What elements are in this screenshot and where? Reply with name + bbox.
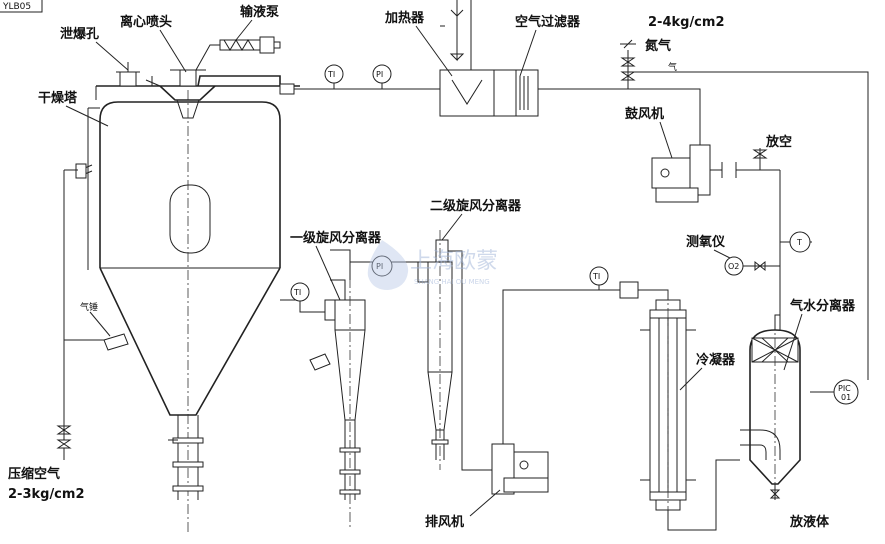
svg-text:01: 01 [841, 393, 851, 402]
svg-text:T: T [796, 238, 802, 247]
label-air-filter: 空气过滤器 [515, 14, 581, 30]
svg-text:TI: TI [293, 288, 301, 297]
svg-text:TI: TI [327, 70, 335, 79]
gas-liquid-separator [740, 314, 801, 500]
label-atomizer: 离心喷头 [120, 14, 172, 30]
svg-text:PIC: PIC [838, 384, 851, 393]
label-feed-pump: 输液泵 [240, 4, 279, 20]
drying-tower [63, 62, 310, 535]
svg-text:O2: O2 [728, 262, 739, 271]
label-explosion-hole: 泄爆孔 [60, 26, 99, 42]
label-nitrogen-small: 气 [668, 61, 677, 73]
corner-code: YLB05 [2, 2, 31, 12]
label-cyclone-1: 一级旋风分离器 [290, 230, 382, 246]
label-exhaust-fan: 排风机 [425, 514, 464, 530]
svg-text:TI: TI [592, 272, 600, 281]
hot-air-line: TI PI [310, 64, 440, 90]
label-nitrogen: 氮气 [645, 38, 671, 54]
condenser [640, 290, 740, 531]
pi-instrument-2 [371, 255, 393, 277]
label-gas-liquid-separator: 气水分离器 [790, 298, 856, 314]
heater [439, 0, 495, 117]
cyclone-2 [417, 230, 492, 471]
svg-text:PI: PI [376, 262, 383, 271]
feed-pump [195, 36, 281, 71]
svg-text:PI: PI [376, 70, 383, 79]
return-line: T O2 PIC 01 [724, 170, 859, 405]
corner-code-box: YLB05 [0, 0, 43, 13]
labels: 泄爆孔 离心喷头 输液泵 加热器 空气过滤器 2-4kg/cm2 氮气 气 干燥… [8, 4, 856, 530]
label-oxygen-meter: 测氧仪 [686, 234, 726, 250]
svg-text:SHANG HAI OU MENG: SHANG HAI OU MENG [414, 278, 490, 286]
label-condenser: 冷凝器 [696, 352, 736, 368]
cyclone-1: TI PI [280, 249, 418, 530]
label-cyclone-2: 二级旋风分离器 [430, 198, 522, 214]
label-compressed-air: 压缩空气 [8, 466, 60, 482]
label-compressed-air-pressure: 2-3kg/cm2 [8, 487, 84, 502]
label-blower: 鼓风机 [625, 106, 664, 122]
label-drying-tower: 干燥塔 [38, 90, 78, 106]
sight-glass [169, 184, 211, 254]
air-filter [493, 69, 701, 150]
compressed-air-line [56, 420, 72, 460]
label-air-hammer: 气锤 [80, 301, 98, 313]
label-vent: 放空 [765, 134, 792, 150]
svg-text:上海欧蒙: 上海欧蒙 [410, 249, 498, 274]
label-heater: 加热器 [384, 10, 425, 26]
label-nitrogen-pressure: 2-4kg/cm2 [648, 15, 724, 30]
blower [651, 144, 780, 203]
ti-instrument-2 [290, 282, 310, 302]
label-drain: 放液体 [789, 514, 830, 530]
watermark: 上海欧蒙 SHANG HAI OU MENG [367, 240, 498, 290]
nitrogen-line [620, 39, 869, 380]
exhaust-fan: TI [491, 266, 669, 495]
